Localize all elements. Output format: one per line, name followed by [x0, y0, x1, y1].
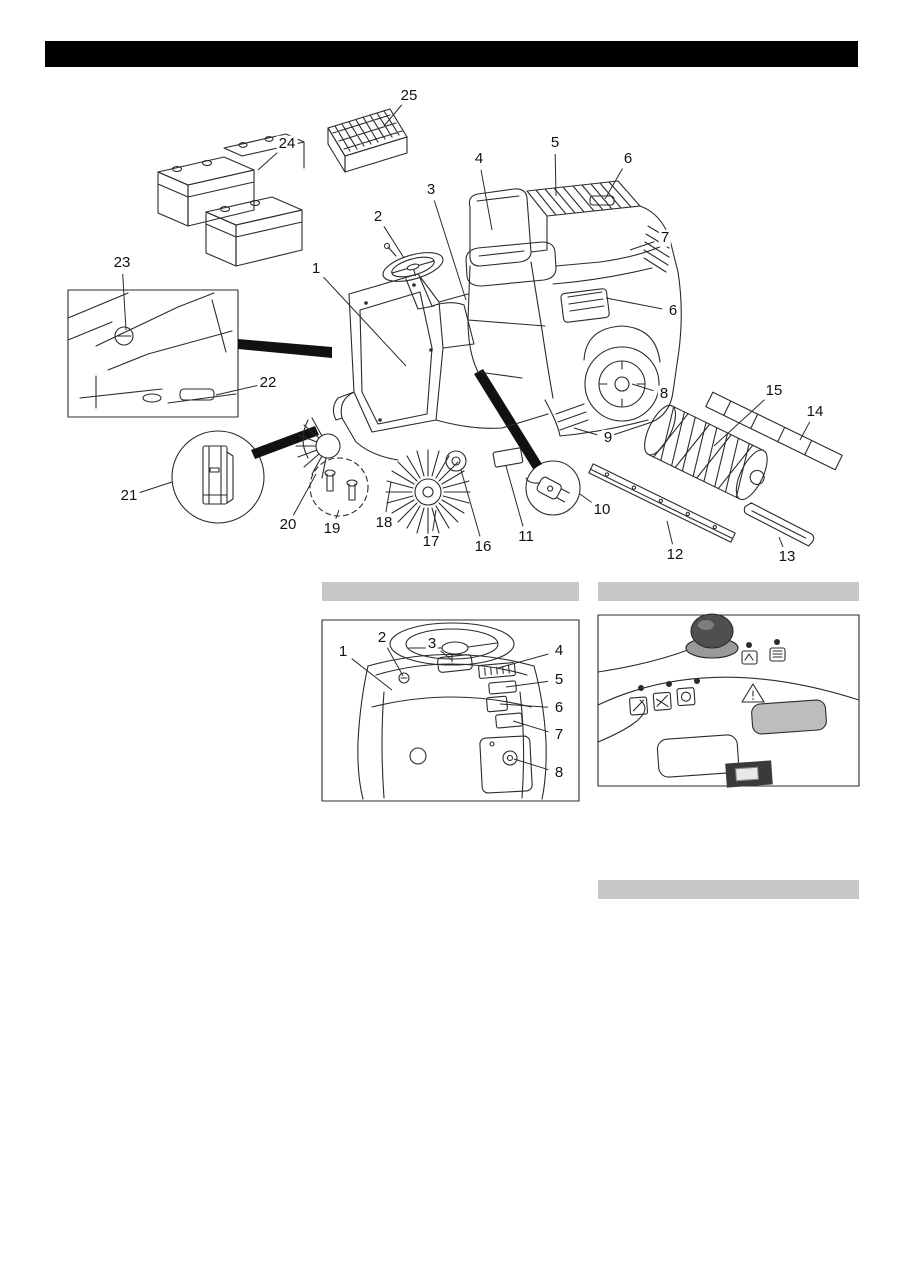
detail-arrow	[238, 339, 332, 358]
leader-line-5	[554, 153, 557, 197]
callout-10: 10	[591, 500, 613, 519]
leader-line-22	[215, 385, 258, 396]
side-strip-art	[743, 502, 815, 547]
leader-line-20	[292, 473, 317, 516]
callout-2: 2	[375, 628, 389, 647]
header-bar	[45, 41, 858, 67]
leader-line-21	[139, 481, 173, 494]
callout-6: 6	[666, 301, 680, 320]
callout-6: 6	[621, 149, 635, 168]
leader-line-19	[335, 509, 340, 519]
leader-line-9	[573, 427, 598, 436]
section-bar-right	[598, 582, 859, 601]
callout-8: 8	[552, 763, 566, 782]
control-panel-art	[597, 613, 860, 788]
callout-1: 1	[336, 642, 350, 661]
leader-line-7	[512, 720, 549, 733]
callout-21: 21	[118, 486, 140, 505]
callout-7: 7	[658, 228, 672, 247]
callout-5: 5	[552, 670, 566, 689]
leader-line-6	[499, 703, 549, 708]
callout-17: 17	[420, 532, 442, 551]
callout-1: 1	[309, 259, 323, 278]
panel-detail-art	[171, 430, 265, 524]
leader-line-3	[440, 650, 453, 661]
leader-line-1	[351, 658, 393, 691]
batteries-art	[157, 133, 305, 267]
leader-line-18	[385, 481, 392, 513]
callout-18: 18	[373, 513, 395, 532]
leader-line-3	[433, 200, 467, 301]
callout-6: 6	[552, 698, 566, 717]
callout-14: 14	[804, 402, 826, 421]
leader-line-25	[383, 104, 403, 127]
detail-arrow	[474, 369, 542, 469]
leader-line-17	[432, 509, 437, 532]
fastener-detail-art	[309, 457, 369, 517]
roller-brush-art	[644, 404, 768, 501]
leader-line-8	[631, 383, 654, 392]
callout-13: 13	[776, 547, 798, 566]
callout-4: 4	[552, 641, 566, 660]
leader-line-4	[497, 653, 549, 669]
cover-bar-art	[705, 391, 843, 471]
callout-11: 11	[516, 527, 536, 546]
callout-3: 3	[425, 634, 439, 653]
callout-15: 15	[763, 381, 785, 400]
leader-line-10	[579, 493, 594, 504]
callout-4: 4	[472, 149, 486, 168]
leader-line-23	[122, 273, 127, 331]
leader-line-6	[604, 168, 623, 200]
leader-line-8	[513, 758, 549, 771]
side-brush-art	[385, 449, 471, 535]
callout-25: 25	[398, 86, 420, 105]
callout-5: 5	[548, 133, 562, 152]
callout-12: 12	[664, 545, 686, 564]
leader-line-1	[323, 276, 407, 367]
leader-line-14	[799, 421, 811, 441]
air-filter-art	[327, 108, 408, 173]
section-bar-left	[322, 582, 579, 601]
leader-line-7	[629, 241, 655, 251]
top-view-art	[321, 619, 580, 802]
section-bar-bottom-right	[598, 880, 859, 899]
leader-line-2	[383, 226, 405, 259]
callout-9: 9	[601, 428, 615, 447]
power-plug-detail-art	[525, 460, 581, 516]
machine-art	[295, 180, 682, 535]
leader-line-13	[778, 536, 784, 547]
callout-22: 22	[257, 373, 279, 392]
callout-16: 16	[472, 537, 494, 556]
leader-line-6	[605, 297, 663, 310]
leader-line-15	[713, 398, 767, 447]
callout-20: 20	[277, 515, 299, 534]
callout-7: 7	[552, 725, 566, 744]
callout-2: 2	[371, 207, 385, 226]
left-brush-art	[295, 417, 341, 479]
callout-23: 23	[111, 253, 133, 272]
leader-line-11	[505, 465, 524, 527]
callout-19: 19	[321, 519, 343, 538]
leader-line-16	[460, 469, 481, 537]
callout-24: 24	[276, 134, 298, 153]
leader-line-2	[386, 647, 404, 677]
leader-line-5	[505, 680, 549, 688]
callout-3: 3	[424, 180, 438, 199]
leader-line-4	[480, 169, 493, 231]
detail-arrow	[251, 426, 319, 459]
engine-compartment-detail-art	[67, 289, 239, 418]
callout-8: 8	[657, 384, 671, 403]
leader-line-24	[257, 150, 280, 171]
leader-line-12	[666, 520, 673, 545]
sealing-strip-art	[588, 463, 736, 543]
